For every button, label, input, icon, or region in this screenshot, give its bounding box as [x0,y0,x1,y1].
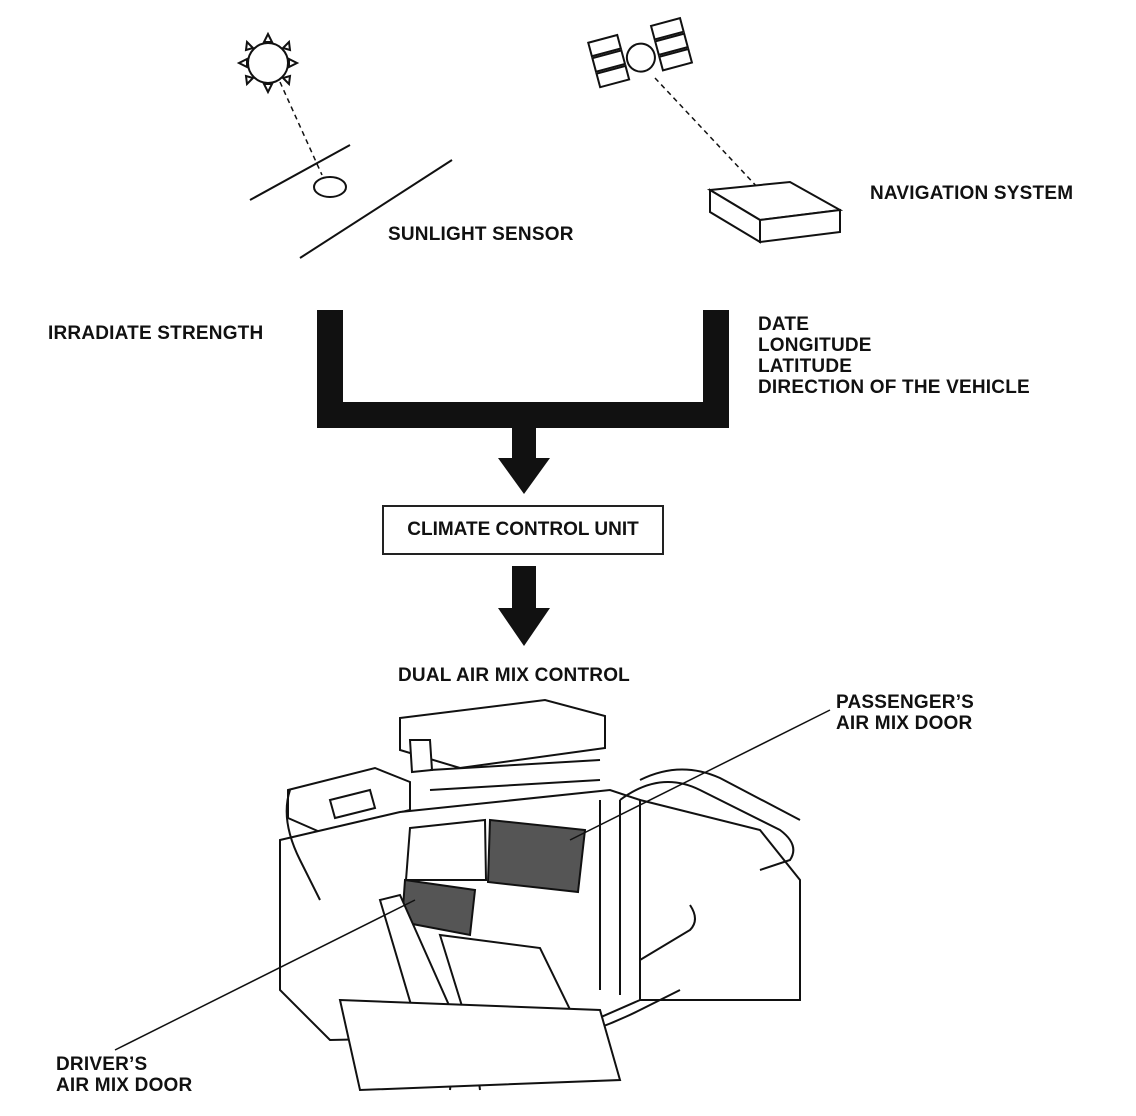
passengers-door-line1: PASSENGER’S [836,692,975,713]
drivers-door-label: DRIVER’S AIR MIX DOOR [56,1054,192,1096]
nav-data-list: DATE LONGITUDE LATITUDE DIRECTION OF THE… [758,314,1030,398]
sunlight-sensor-icon [249,144,453,259]
nav-data-latitude: LATITUDE [758,356,853,377]
navigation-system-label: NAVIGATION SYSTEM [870,183,1074,204]
arrow-down-to-unit [498,415,550,494]
nav-data-direction: DIRECTION OF THE VEHICLE [758,377,1030,398]
hvac-unit-illustration [279,698,801,1092]
driver-door-leader [114,899,416,1051]
passengers-door-label: PASSENGER’S AIR MIX DOOR [836,692,974,734]
flow-merge-connector [317,310,729,428]
drivers-door-line1: DRIVER’S [56,1054,148,1075]
sun-icon [236,31,300,95]
nav-data-date: DATE [758,314,810,335]
nav-data-longitude: LONGITUDE [758,335,872,356]
climate-control-unit-box: CLIMATE CONTROL UNIT [382,505,664,555]
passenger-door-leader [569,709,831,841]
arrow-down-to-mix [498,566,550,646]
drivers-door-line2: AIR MIX DOOR [56,1075,193,1096]
dual-air-mix-control-label: DUAL AIR MIX CONTROL [398,665,630,686]
irradiate-strength-label: IRRADIATE STRENGTH [48,323,264,344]
navigation-unit-icon [706,180,844,244]
sunlight-sensor-label: SUNLIGHT SENSOR [388,224,574,245]
passengers-door-line2: AIR MIX DOOR [836,713,973,734]
satellite-icon [587,16,694,89]
sun-ray-dashed [279,81,323,176]
satellite-signal-dashed [654,77,761,191]
